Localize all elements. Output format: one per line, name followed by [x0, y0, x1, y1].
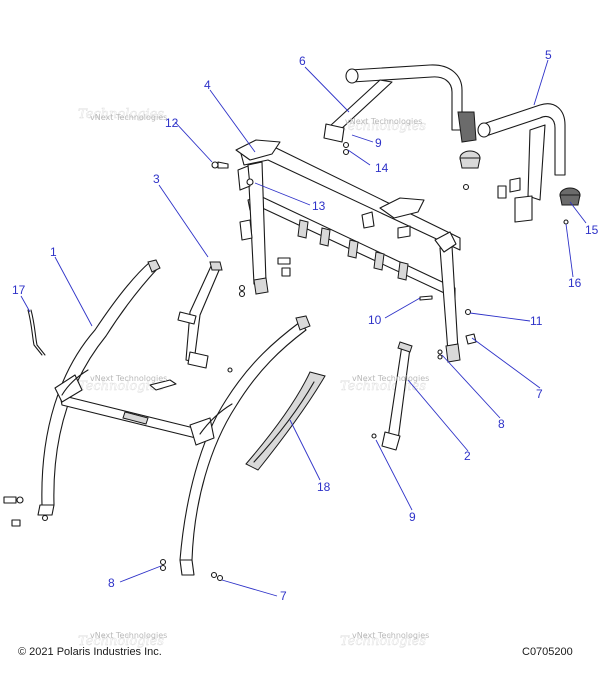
watermark-4: vNext Technologies — [352, 374, 429, 383]
callout-4: 4 — [204, 78, 211, 92]
svg-text:Technologies: Technologies — [340, 119, 426, 134]
watermark-5: vNext Technologies — [90, 631, 167, 640]
part-3-rear-brace — [177, 261, 223, 369]
callout-3: 3 — [153, 172, 160, 186]
callout-17: 17 — [12, 283, 26, 297]
copyright-notice: © 2021 Polaris Industries Inc. — [18, 646, 162, 658]
callout-14: 14 — [375, 161, 389, 175]
callout-7-b: 7 — [280, 589, 287, 603]
callout-9-a: 9 — [375, 136, 382, 150]
part-18-trim — [245, 371, 326, 471]
callout-8-a: 8 — [498, 417, 505, 431]
callout-leaders — [20, 59, 587, 597]
svg-text:Technologies: Technologies — [340, 634, 426, 649]
watermark-2: vNext Technologies — [345, 117, 422, 126]
svg-text:Technologies: Technologies — [78, 107, 164, 122]
part-6-upper-rail — [323, 64, 481, 169]
part-17-clip — [27, 309, 46, 356]
callout-7-a: 7 — [536, 387, 543, 401]
callout-1: 1 — [50, 245, 57, 259]
callout-2: 2 — [464, 449, 471, 463]
part-5-rear-rail — [462, 103, 581, 225]
hardware-fasteners — [11, 161, 477, 582]
watermark-ghosts: Technologies Technologies Technologies T… — [78, 107, 427, 650]
svg-text:Technologies: Technologies — [78, 634, 164, 649]
callout-9-b: 9 — [409, 510, 416, 524]
diagram-code: C0705200 — [522, 646, 573, 658]
part-2-side-brace — [381, 341, 413, 451]
callout-18: 18 — [317, 480, 331, 494]
callout-6: 6 — [299, 54, 306, 68]
callout-16: 16 — [568, 276, 582, 290]
watermark-1: vNext Technologies — [90, 113, 167, 122]
callout-13: 13 — [312, 199, 326, 213]
part-1-front-cage — [3, 259, 311, 576]
watermark-3: vNext Technologies — [90, 374, 167, 383]
watermark-6: vNext Technologies — [352, 631, 429, 640]
callout-5: 5 — [545, 48, 552, 62]
part-4-rear-rollbar — [235, 139, 461, 363]
callout-11: 11 — [530, 314, 543, 328]
callout-10: 10 — [368, 313, 382, 327]
svg-text:Technologies: Technologies — [78, 379, 164, 394]
callout-15: 15 — [585, 223, 599, 237]
callout-labels: 1 2 3 4 5 6 7 7 8 8 9 9 10 11 12 13 14 1… — [12, 48, 599, 603]
watermarks: vNext Technologies vNext Technologies vN… — [90, 113, 429, 640]
callout-12: 12 — [165, 116, 179, 130]
callout-8-b: 8 — [108, 576, 115, 590]
